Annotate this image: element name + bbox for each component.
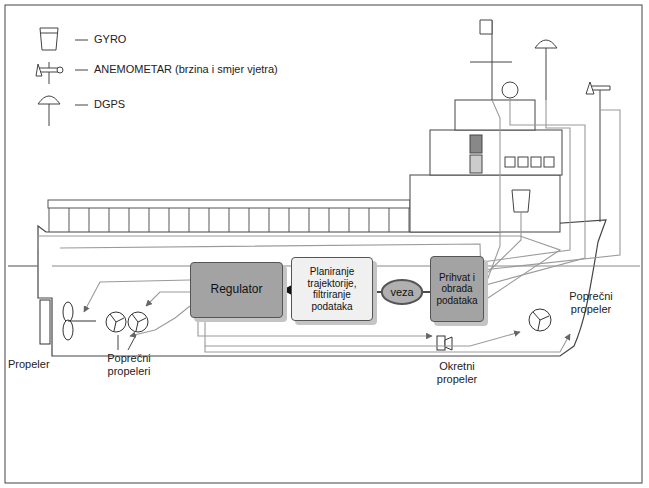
data-acquisition-box: Prihvat i obrada podataka bbox=[430, 256, 484, 322]
leader-line bbox=[118, 335, 119, 350]
legend-dash bbox=[75, 105, 88, 106]
part-label: Okretni propeler bbox=[420, 360, 494, 385]
superstructure bbox=[410, 20, 610, 232]
legend-text: GYRO bbox=[94, 33, 126, 45]
deck-railing bbox=[48, 200, 410, 208]
part-label: Propeler bbox=[8, 358, 68, 371]
link-ellipse: veza bbox=[381, 279, 423, 305]
signal-wire bbox=[38, 98, 620, 352]
azimuth-thruster bbox=[437, 336, 452, 350]
gyro-icon bbox=[40, 28, 58, 50]
part-label: Poprečni propeleri bbox=[92, 352, 166, 377]
node-text: Regulator bbox=[210, 283, 262, 297]
legend-text: DGPS bbox=[94, 98, 125, 110]
planning-box: Planiranje trajektorije, filtriranje pod… bbox=[291, 257, 373, 321]
link-line bbox=[423, 291, 430, 293]
anemometer-icon bbox=[36, 62, 63, 84]
legend-text: ANEMOMETAR (brzina i smjer vjetra) bbox=[94, 63, 278, 75]
controller-box: Regulator bbox=[190, 262, 283, 318]
main-propeller bbox=[40, 300, 96, 344]
legend-dash bbox=[75, 40, 88, 41]
node-text: veza bbox=[390, 286, 413, 299]
leader-line bbox=[128, 335, 136, 350]
node-text: Planiranje trajektorije, filtriranje pod… bbox=[297, 266, 367, 312]
flow-arrow bbox=[283, 289, 291, 292]
node-text: Prihvat i obrada podataka bbox=[436, 272, 478, 307]
dgps-icon bbox=[38, 96, 60, 126]
legend-dash bbox=[75, 70, 88, 71]
deck-railing bbox=[48, 200, 410, 232]
part-label: Poprečni propeler bbox=[556, 290, 626, 315]
frame bbox=[5, 5, 642, 483]
link-line bbox=[373, 291, 381, 293]
